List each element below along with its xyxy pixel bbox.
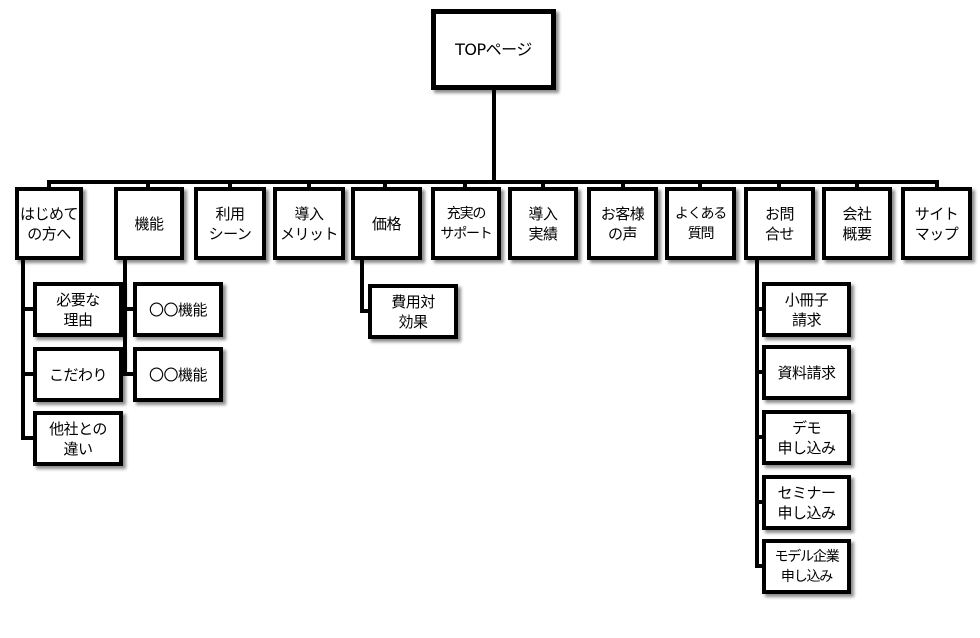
node-label: 他社との 違い	[49, 419, 107, 458]
node-label: 利用 シーン	[208, 204, 252, 243]
node-model-kigyou-moushikomi: モデル企業 申し込み	[762, 539, 851, 594]
node-label: お問 合せ	[764, 204, 795, 243]
node-label: モデル企業 申し込み	[774, 548, 840, 585]
node-label: 充実の サポート	[440, 205, 492, 242]
node-label: セミナー 申し込み	[777, 483, 836, 522]
node-label: よくある 質問	[674, 205, 727, 242]
node-shiryou-seikyuu: 資料請求	[762, 345, 851, 400]
node-hitsuyou-riyuu: 必要な 理由	[33, 282, 123, 337]
node-otoiawase: お問 合せ	[744, 187, 815, 260]
node-label: 機能	[134, 214, 164, 233]
node-dounyuu-merit: 導入 メリット	[273, 187, 345, 260]
node-kodawari: こだわり	[33, 347, 123, 402]
node-label: 資料請求	[777, 363, 836, 382]
node-label: 価格	[371, 214, 402, 233]
node-top-page: TOPページ	[431, 9, 556, 90]
node-riyou-scene: 利用 シーン	[194, 187, 266, 260]
node-label: 費用対 効果	[391, 292, 435, 331]
node-kinou-item-2: 〇〇機能	[133, 347, 223, 402]
node-seminar-moushikomi: セミナー 申し込み	[762, 475, 851, 530]
node-okyakusama: お客様 の声	[587, 187, 658, 260]
node-tasha-tono-chigai: 他社との 違い	[33, 411, 123, 466]
node-sitemap: サイト マップ	[901, 187, 972, 260]
node-kakaku: 価格	[351, 187, 422, 260]
node-label: デモ 申し込み	[777, 418, 836, 457]
node-label: 導入 メリット	[279, 204, 339, 243]
node-kaisha-gaiyou: 会社 概要	[822, 187, 892, 260]
node-shousasshi-seikyuu: 小冊子 請求	[762, 282, 851, 337]
node-support: 充実の サポート	[431, 187, 501, 260]
node-label: 導入 実績	[528, 204, 558, 243]
node-kinou-item-1: 〇〇機能	[133, 282, 223, 337]
node-label: 会社 概要	[842, 204, 872, 243]
node-label: はじめて の方へ	[19, 204, 79, 243]
node-label: 必要な 理由	[56, 290, 100, 329]
node-dounyuu-jisseki: 導入 実績	[508, 187, 578, 260]
node-hiyou-taikouka: 費用対 効果	[368, 284, 458, 339]
node-label: 〇〇機能	[148, 365, 208, 384]
node-label: 小冊子 請求	[784, 290, 829, 329]
node-kinou: 機能	[114, 187, 184, 260]
node-demo-moushikomi: デモ 申し込み	[762, 410, 851, 465]
node-label: 〇〇機能	[148, 300, 208, 319]
node-label: サイト マップ	[914, 204, 959, 243]
node-label: TOPページ	[455, 39, 532, 59]
node-faq: よくある 質問	[665, 187, 736, 260]
node-hajimete: はじめて の方へ	[15, 187, 83, 260]
node-label: こだわり	[48, 365, 108, 384]
node-label: お客様 の声	[600, 204, 645, 243]
